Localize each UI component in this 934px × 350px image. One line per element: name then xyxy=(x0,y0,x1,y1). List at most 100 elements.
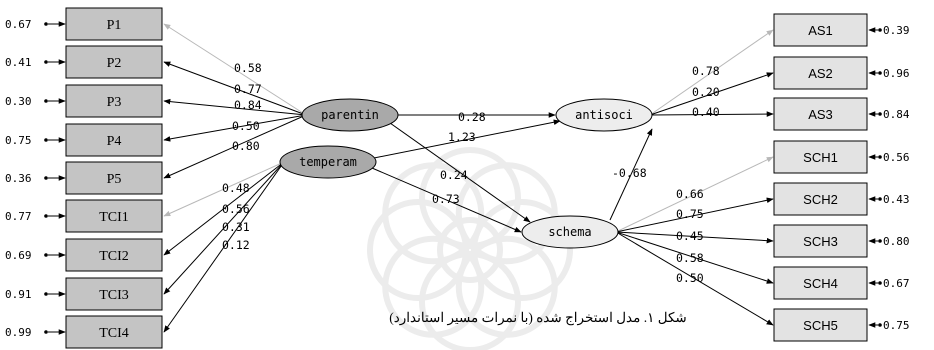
indicator-box-tci3 xyxy=(65,277,163,311)
error-value-sch2: 0.43 xyxy=(883,193,910,206)
indicator-box-p3 xyxy=(65,84,163,118)
loading-arrow-sch4 xyxy=(615,231,774,284)
path-schema-antisoci xyxy=(609,128,653,221)
indicator-box-sch5 xyxy=(773,308,868,342)
error-value-as3: 0.84 xyxy=(883,108,910,121)
indicator-label-p2: P2 xyxy=(107,56,122,71)
loading-arrow-sch3 xyxy=(615,231,774,244)
loading-arrow-tci4 xyxy=(163,161,285,333)
edges-layer xyxy=(44,21,882,335)
indicator-box-as2 xyxy=(773,56,868,90)
loading-arrow-sch1 xyxy=(615,156,774,233)
loading-value-as3: 0.40 xyxy=(692,105,720,119)
loading-arrow-p1 xyxy=(163,23,307,116)
indicator-label-p5: P5 xyxy=(107,172,122,187)
loading-arrow-as2 xyxy=(649,72,774,116)
loading-value-tci1: 0.48 xyxy=(222,181,250,195)
indicator-box-as1 xyxy=(773,13,868,47)
indicator-label-sch3: SCH3 xyxy=(803,234,838,249)
path-temperam-antisoci xyxy=(373,119,561,159)
loading-value-tci3: 0.31 xyxy=(222,220,250,234)
latent-node-parentin xyxy=(301,98,399,132)
path-parentin-schema xyxy=(389,122,531,223)
loading-value-tci2: 0.56 xyxy=(222,202,250,216)
figure-caption: شکل ۱. مدل استخراج شده (با نمرات مسیر اس… xyxy=(389,310,687,326)
error-value-tci3: 0.91 xyxy=(5,288,32,301)
error-value-as2: 0.96 xyxy=(883,67,910,80)
indicator-label-p1: P1 xyxy=(107,18,122,33)
indicator-label-p3: P3 xyxy=(107,95,122,110)
error-value-tci2: 0.69 xyxy=(5,249,32,262)
indicator-label-sch1: SCH1 xyxy=(803,150,838,165)
indicator-box-sch3 xyxy=(773,224,868,258)
indicator-label-sch5: SCH5 xyxy=(803,318,838,333)
loading-arrow-as1 xyxy=(649,29,774,116)
indicator-label-as3: AS3 xyxy=(808,107,833,122)
error-value-sch4: 0.67 xyxy=(883,277,910,290)
indicator-label-sch4: SCH4 xyxy=(803,276,838,291)
loading-value-p1: 0.58 xyxy=(234,61,262,75)
indicator-box-sch4 xyxy=(773,266,868,300)
loading-arrow-p5 xyxy=(163,114,307,179)
indicator-label-as2: AS2 xyxy=(808,66,833,81)
loading-arrow-tci3 xyxy=(163,161,285,295)
indicator-label-tci1: TCI1 xyxy=(99,210,129,225)
loading-arrow-as3 xyxy=(649,111,774,117)
latent-label-parentin: parentin xyxy=(321,108,379,122)
indicator-box-sch1 xyxy=(773,140,868,174)
latent-label-temperam: temperam xyxy=(299,155,357,169)
indicator-box-tci2 xyxy=(65,238,163,272)
indicator-label-as1: AS1 xyxy=(808,23,833,38)
indicator-box-sch2 xyxy=(773,182,868,216)
error-value-tci1: 0.77 xyxy=(5,210,32,223)
path-temperam-schema xyxy=(371,167,522,233)
path-value-parentin-schema: 0.24 xyxy=(440,168,468,182)
loading-value-sch5: 0.50 xyxy=(676,271,704,285)
error-value-p1: 0.67 xyxy=(5,18,32,31)
indicator-box-tci1 xyxy=(65,199,163,233)
indicator-label-tci4: TCI4 xyxy=(99,326,129,341)
path-value-temperam-antisoci: 1.23 xyxy=(448,130,476,144)
loading-arrow-p3 xyxy=(163,98,307,116)
loading-value-tci4: 0.12 xyxy=(222,238,250,252)
loading-value-as1: 0.78 xyxy=(692,64,720,78)
error-value-p5: 0.36 xyxy=(5,172,32,185)
latent-node-schema xyxy=(521,215,619,249)
error-value-p4: 0.75 xyxy=(5,134,32,147)
loading-arrow-p2 xyxy=(163,61,307,116)
loading-value-as2: 0.20 xyxy=(692,85,720,99)
loading-value-sch4: 0.58 xyxy=(676,251,704,265)
loading-value-p5: 0.80 xyxy=(232,139,260,153)
error-value-tci4: 0.99 xyxy=(5,326,32,339)
latent-node-temperam xyxy=(279,145,377,179)
indicator-box-p1 xyxy=(65,7,163,41)
indicator-box-as3 xyxy=(773,97,868,131)
loading-value-p3: 0.84 xyxy=(234,98,262,112)
indicator-box-p5 xyxy=(65,161,163,195)
latent-label-antisoci: antisoci xyxy=(575,108,633,122)
loading-value-sch1: 0.66 xyxy=(676,187,704,201)
loading-value-sch3: 0.45 xyxy=(676,229,704,243)
indicator-label-p4: P4 xyxy=(107,134,122,149)
error-value-p2: 0.41 xyxy=(5,56,32,69)
loading-arrow-tci1 xyxy=(163,161,285,217)
loading-value-p2: 0.77 xyxy=(234,82,262,96)
loading-value-p4: 0.50 xyxy=(232,119,260,133)
path-value-temperam-schema: 0.73 xyxy=(432,192,460,206)
labels-layer: 0.67 0.58 0.41 0.77 0.30 0.84 0.75 0.50 0.36 0.80… xyxy=(5,18,910,339)
loading-value-sch2: 0.75 xyxy=(676,207,704,221)
indicator-label-sch2: SCH2 xyxy=(803,192,838,207)
indicator-label-tci3: TCI3 xyxy=(99,288,129,303)
loading-arrow-sch2 xyxy=(615,197,774,233)
indicator-label-tci2: TCI2 xyxy=(99,249,129,264)
loading-arrow-tci2 xyxy=(163,161,285,256)
path-value-parentin-antisoci: 0.28 xyxy=(458,110,486,124)
path-value-schema-antisoci: -0.68 xyxy=(612,166,647,180)
latent-node-antisoci xyxy=(555,98,653,132)
error-value-p3: 0.30 xyxy=(5,95,32,108)
indicator-box-p2 xyxy=(65,45,163,79)
loading-arrow-sch5 xyxy=(615,231,774,326)
loading-arrow-p4 xyxy=(163,114,307,142)
